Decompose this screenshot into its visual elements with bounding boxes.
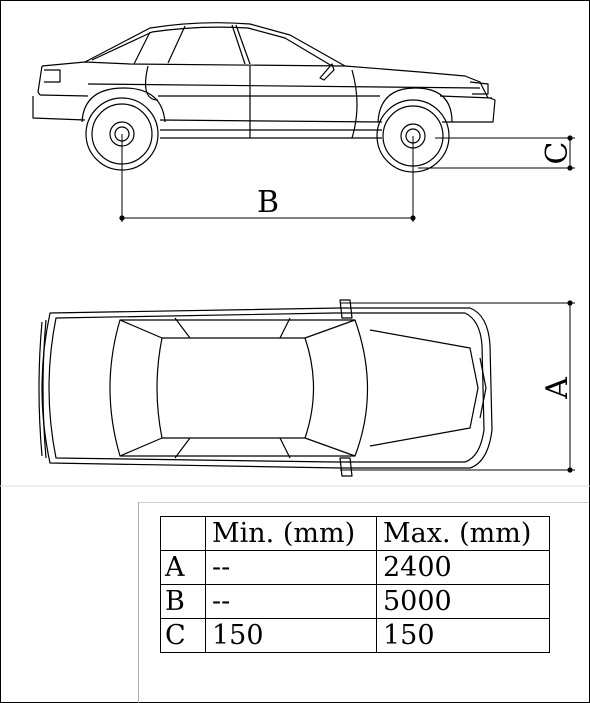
dimension-b-wheelbase — [119, 134, 416, 222]
dimension-label-b: B — [257, 185, 279, 220]
car-top-view — [38, 299, 493, 477]
dimension-label-a: A — [540, 377, 575, 400]
table-panel — [138, 502, 588, 703]
table-header-row: Min. (mm) Max. (mm) — [160, 516, 550, 551]
row-key: B — [160, 584, 206, 619]
dimension-c-ground-clearance — [418, 135, 575, 171]
header-key-cell — [160, 516, 206, 551]
row-min: -- — [205, 550, 377, 585]
row-min: -- — [205, 584, 377, 619]
table-row: B -- 5000 — [160, 584, 550, 619]
car-side-view — [32, 22, 496, 173]
table-row: C 150 150 — [160, 618, 550, 653]
row-max: 5000 — [376, 584, 550, 619]
row-key: C — [160, 618, 206, 653]
row-max: 2400 — [376, 550, 550, 585]
row-max: 150 — [376, 618, 550, 653]
header-min: Min. (mm) — [205, 516, 377, 551]
table-row: A -- 2400 — [160, 550, 550, 585]
header-max: Max. (mm) — [376, 516, 550, 551]
row-min: 150 — [205, 618, 377, 653]
dimension-spec-table: Min. (mm) Max. (mm) A -- 2400 B -- 5000 … — [160, 516, 550, 653]
row-key: A — [160, 550, 206, 585]
dimension-a-width — [340, 300, 575, 473]
dimension-label-c: C — [540, 142, 575, 165]
